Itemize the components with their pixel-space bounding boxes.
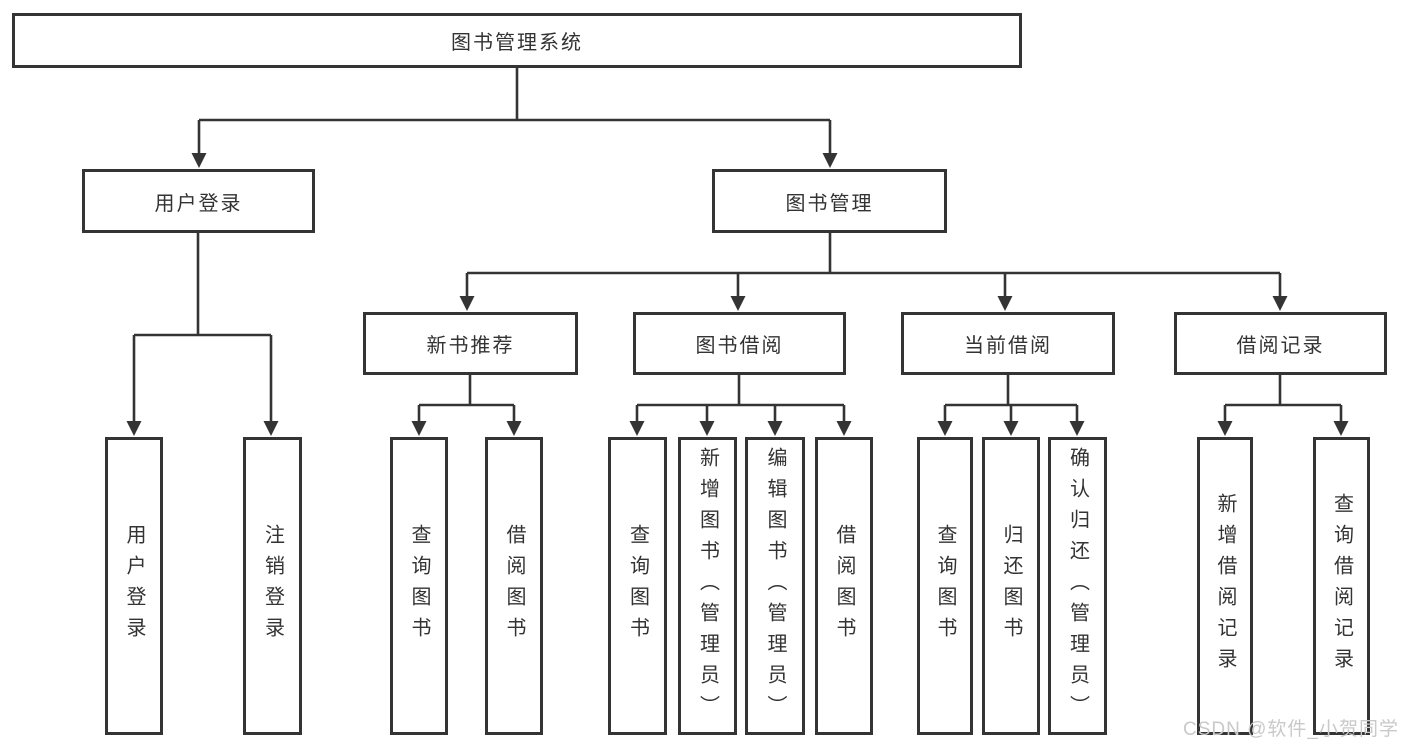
leaf-borrow-books-2: 借阅图书 (815, 437, 873, 735)
leaf-add-borrow-record: 新增借阅记录 (1197, 437, 1253, 735)
node-book-management: 图书管理 (712, 169, 947, 233)
leaf-query-borrow-record: 查询借阅记录 (1313, 437, 1370, 735)
leaf-query-books-3: 查询图书 (917, 437, 973, 735)
leaf-query-books-2: 查询图书 (608, 437, 667, 735)
node-borrowing-records: 借阅记录 (1174, 312, 1387, 375)
leaf-edit-books-admin: 编辑图书（管理员） (745, 437, 805, 735)
leaf-logout: 注销登录 (243, 437, 302, 735)
csdn-watermark: CSDN @软件_小贺同学 (1183, 719, 1399, 740)
leaf-borrow-books-1: 借阅图书 (485, 437, 543, 735)
node-current-borrowing: 当前借阅 (901, 312, 1115, 375)
leaf-confirm-return-admin: 确认归还（管理员） (1048, 437, 1107, 735)
node-new-book-recommendation: 新书推荐 (363, 312, 578, 375)
node-user-login: 用户登录 (82, 169, 315, 233)
leaf-add-books-admin: 新增图书（管理员） (678, 437, 737, 735)
leaf-user-login: 用户登录 (105, 437, 163, 735)
node-root-system: 图书管理系统 (12, 13, 1022, 68)
leaf-return-books: 归还图书 (982, 437, 1040, 735)
node-book-borrowing: 图书借阅 (633, 312, 846, 375)
leaf-query-books-1: 查询图书 (390, 437, 448, 735)
